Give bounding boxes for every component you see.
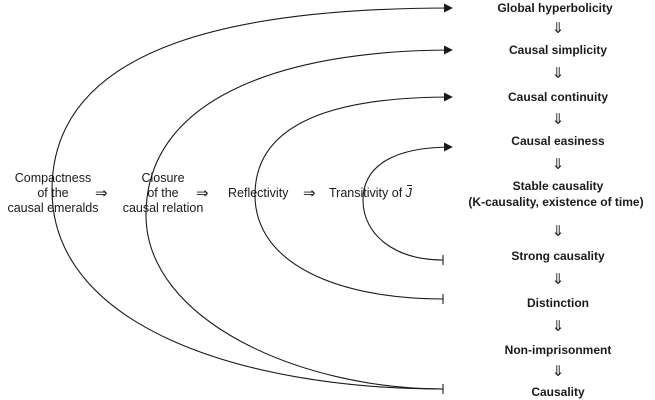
implies-arrow-right: ⇒ bbox=[95, 185, 108, 202]
label-stable-causality: Stable causality bbox=[512, 179, 604, 193]
label-global-hyperbolicity: Global hyperbolicity bbox=[497, 1, 613, 15]
implies-arrow-down: ⇓ bbox=[551, 318, 565, 335]
label-stable-causality-sub: (K-causality, existence of time) bbox=[468, 195, 644, 209]
arc-transitivity-upper bbox=[362, 142, 453, 201]
implies-arrow-down: ⇓ bbox=[551, 156, 565, 173]
arc-closure-upper bbox=[145, 45, 453, 216]
label-causal-easiness: Causal easiness bbox=[511, 134, 605, 148]
arc-compactness-upper bbox=[51, 3, 453, 191]
arc-compactness-lower bbox=[51, 189, 444, 390]
implies-arrow-down: ⇓ bbox=[551, 271, 565, 288]
label-closure: Closure of the causal relation bbox=[122, 171, 204, 215]
label-distinction: Distinction bbox=[527, 296, 589, 310]
arc-transitivity-lower bbox=[362, 199, 444, 261]
arc-reflectivity-upper bbox=[254, 92, 453, 196]
implies-arrow-down: ⇓ bbox=[551, 223, 565, 240]
label-causality: Causality bbox=[531, 385, 585, 399]
j-bar-symbol: J bbox=[405, 185, 413, 200]
label-compactness: Compactness of the causal emeralds bbox=[7, 171, 99, 215]
implies-arrow-right: ⇒ bbox=[303, 185, 316, 202]
arc-reflectivity-lower bbox=[254, 194, 444, 300]
arc-closure-lower bbox=[145, 214, 444, 390]
label-causal-simplicity: Causal simplicity bbox=[508, 43, 608, 57]
implies-arrow-down: ⇓ bbox=[551, 65, 565, 82]
label-non-imprisonment: Non-imprisonment bbox=[504, 343, 612, 357]
label-causal-continuity: Causal continuity bbox=[507, 90, 609, 104]
label-strong-causality: Strong causality bbox=[511, 249, 605, 263]
implies-arrow-down: ⇓ bbox=[551, 111, 565, 128]
implies-arrow-down: ⇓ bbox=[551, 20, 565, 37]
implies-arrow-down: ⇓ bbox=[551, 363, 565, 380]
label-transitivity: Transitivity of J bbox=[329, 185, 413, 200]
label-reflectivity: Reflectivity bbox=[228, 186, 289, 200]
implies-arrow-right: ⇒ bbox=[196, 185, 209, 202]
